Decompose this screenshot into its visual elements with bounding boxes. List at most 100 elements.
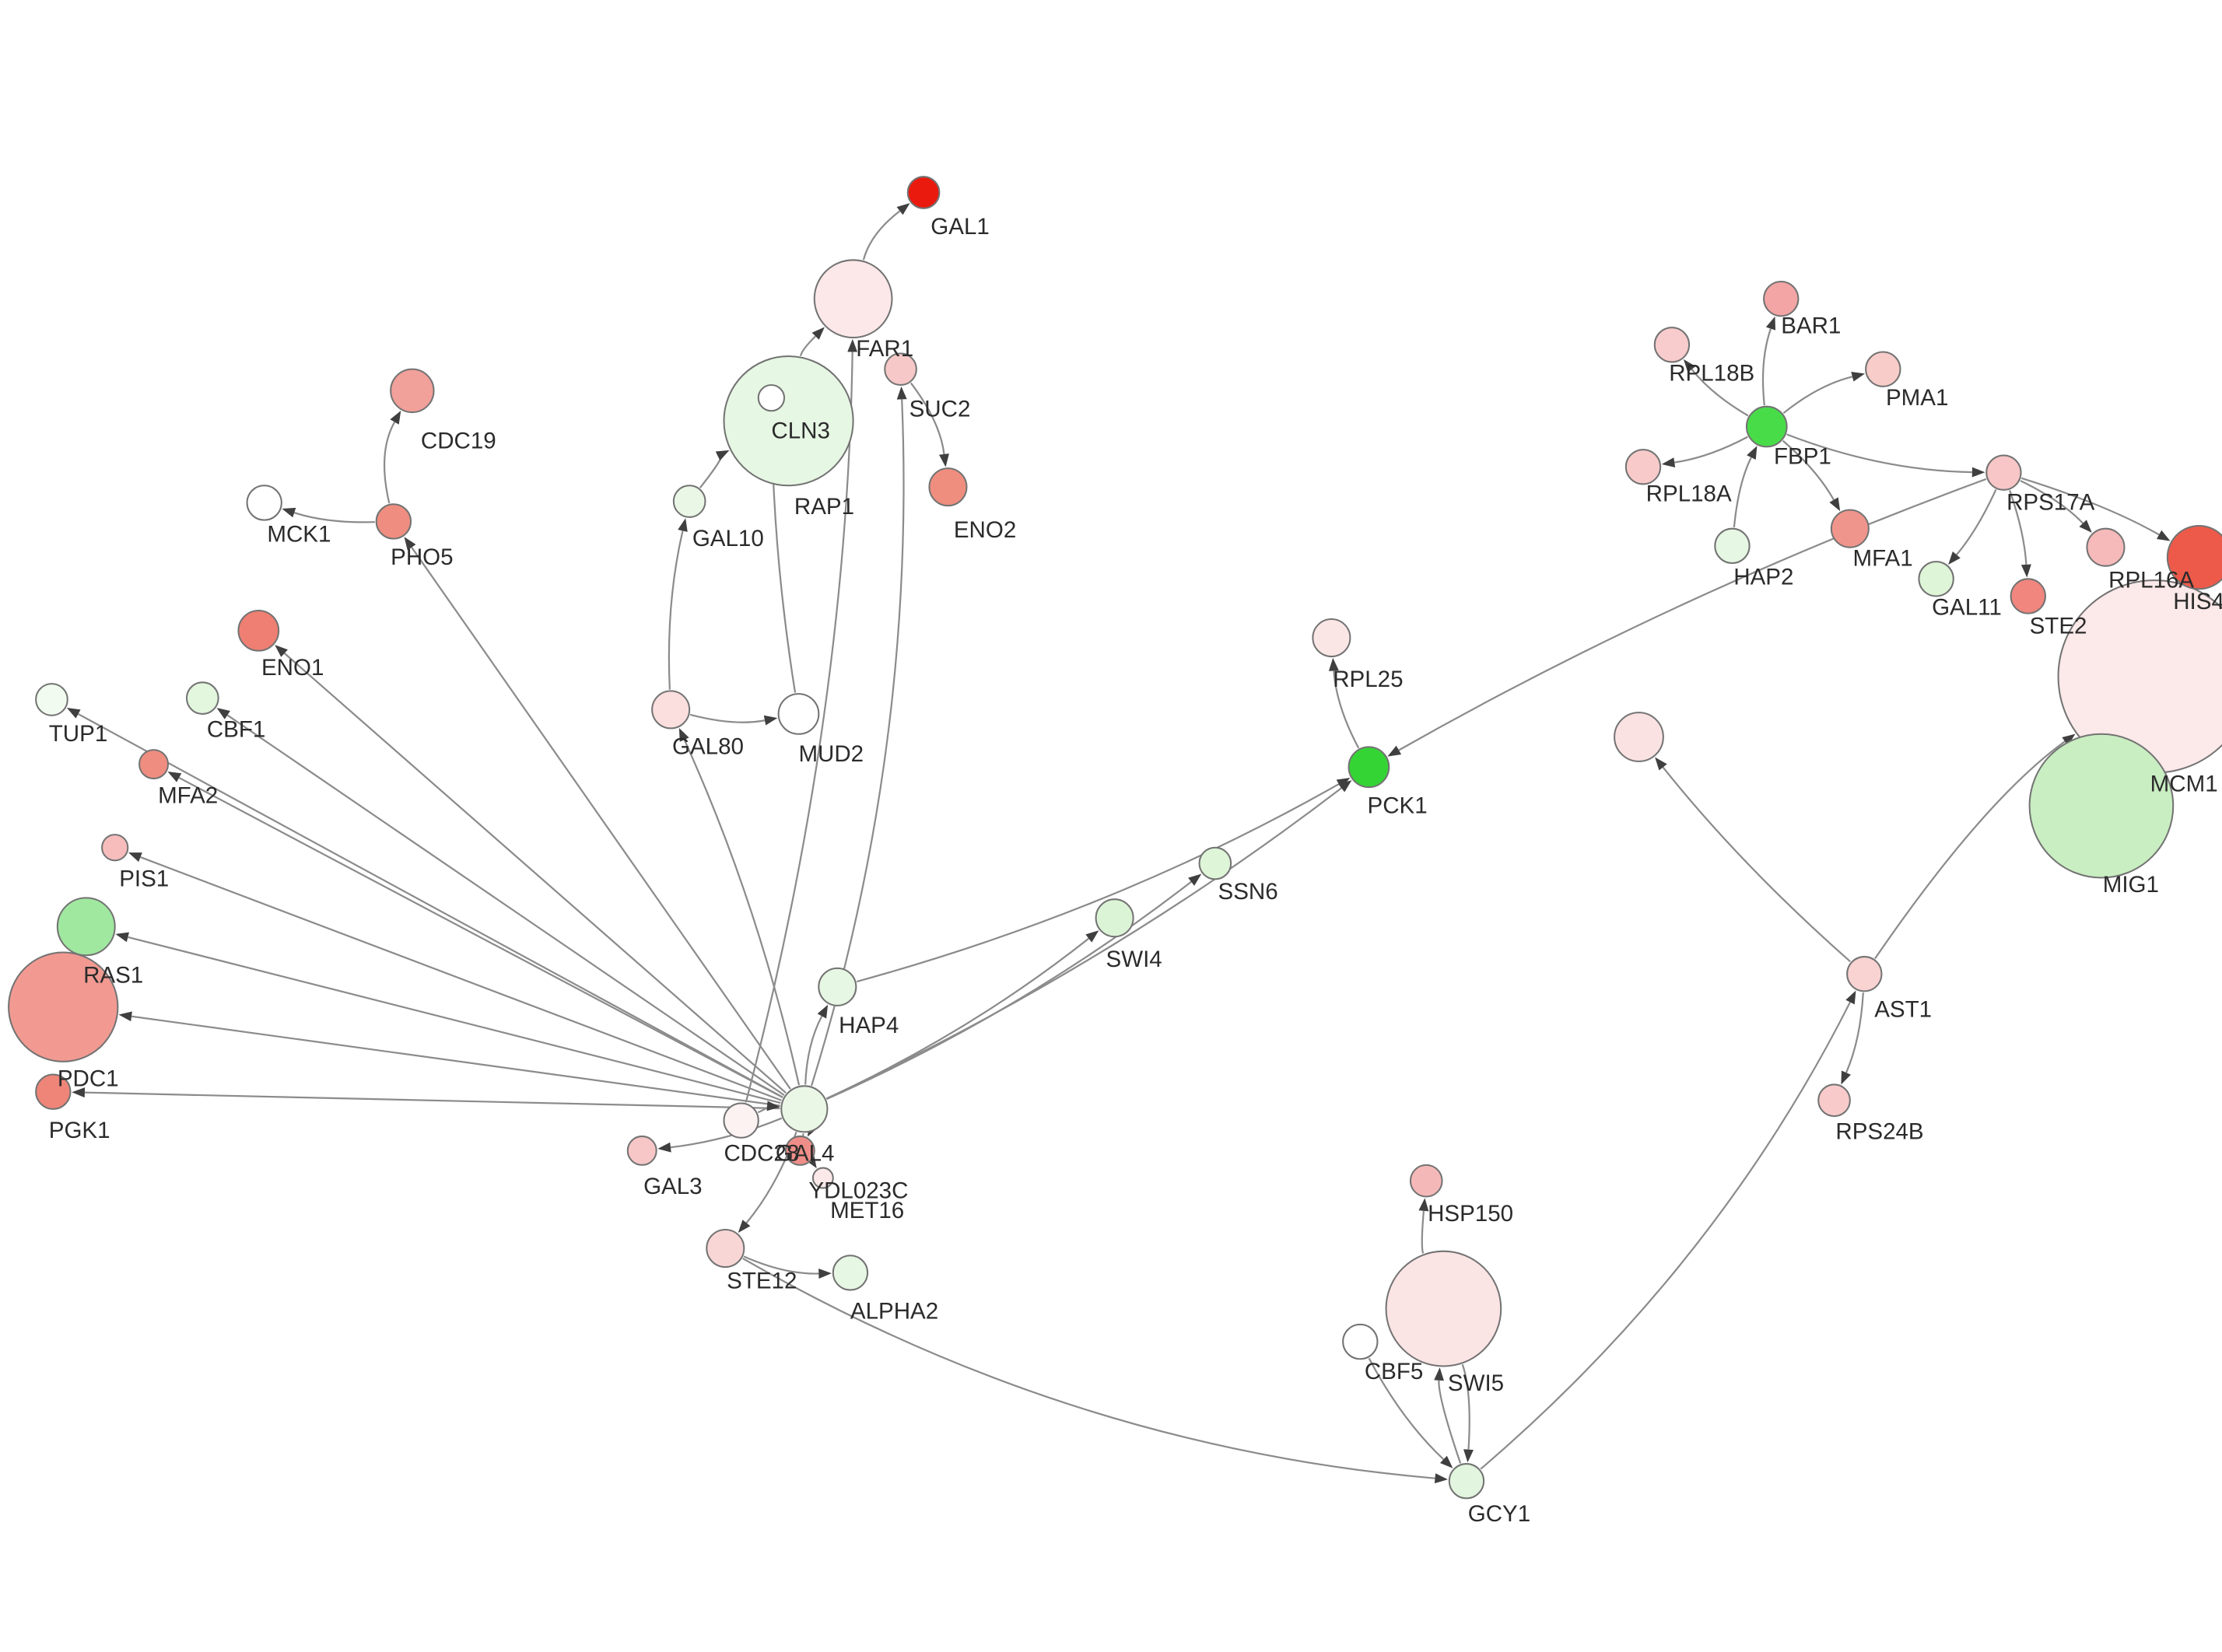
edge-GAL4-PIS1[interactable] [140,856,782,1101]
edge-GAL4-PCK1[interactable] [825,787,1342,1100]
node-STE12[interactable] [706,1228,745,1269]
node-HAP2[interactable] [1714,527,1751,565]
node-RPL18B[interactable] [1653,327,1691,363]
node-HSP150[interactable] [1409,1164,1443,1198]
edge-SWI5-HSP150[interactable] [1421,1210,1425,1254]
edge-FBP1-PMA1[interactable] [1782,376,1853,415]
edge-SUC2-ENO2[interactable] [909,382,945,455]
edge-GAL80-GAL10[interactable] [668,530,684,690]
node-CLN3[interactable] [723,355,854,487]
edge-FBP1-RPS17A[interactable] [1786,433,1972,474]
edge-GAL10-CLN3[interactable] [699,454,723,488]
edge-FAR1-GAL1[interactable] [862,210,901,261]
node-RPS24B[interactable] [1817,1083,1851,1118]
node-TUP1[interactable] [35,683,68,716]
edge-PHO5-MCK1[interactable] [293,512,375,523]
edge-GAL4-TUP1[interactable] [77,712,783,1098]
edge-SWI5-GCY1[interactable] [1461,1363,1470,1450]
node-YDL023C[interactable] [784,1135,815,1166]
edge-FBP1-BAR1[interactable] [1761,328,1772,406]
node-PHO5[interactable] [375,503,412,540]
edge-STE12-GCY1[interactable] [742,1257,1435,1479]
edge-FBP1-RPL18A[interactable] [1674,436,1748,464]
node-HAP4[interactable] [818,967,857,1006]
edge-GCY1-AST1[interactable] [1480,1001,1852,1470]
node-CBF1[interactable] [185,681,219,715]
node-GAL80[interactable] [651,690,691,730]
node-RPL18A[interactable] [1624,449,1662,485]
node-GAL1[interactable] [906,176,941,209]
edge-CDC28-FAR1[interactable] [745,352,853,1103]
node-SUC2[interactable] [884,352,917,387]
edge-RPS17A-HIS4[interactable] [2020,477,2160,536]
node-ALPHA2[interactable] [832,1255,869,1291]
edge-PCK1-RPL25[interactable] [1333,670,1360,749]
edge-FBP1-RPL18B[interactable] [1691,369,1749,417]
node-MFA1[interactable] [1830,509,1870,548]
edge-GAL80-MUD2[interactable] [689,713,766,723]
edge-STE12-ALPHA2[interactable] [743,1255,819,1275]
edge-RPS17A-RPL16A[interactable] [2020,480,2084,524]
edge-GCY1-SWI5[interactable] [1438,1380,1462,1464]
node-MCK1[interactable] [246,485,282,521]
node-CBF5[interactable] [1342,1323,1379,1360]
node-PDC1[interactable] [8,951,119,1062]
node-STE2[interactable] [2010,578,2046,614]
node-CDC19[interactable] [390,368,435,414]
edge-RPS17A-STE2[interactable] [2009,490,2027,565]
node-FAR1[interactable] [813,259,893,339]
node-ENO2[interactable] [928,467,968,507]
node-RPL16A[interactable] [2086,527,2126,567]
edge-HAP4-PCK1[interactable] [856,783,1340,983]
edge-GAL4-PHO5[interactable] [411,547,791,1090]
node-SWI4[interactable] [1095,898,1134,938]
edge-GAL4-SWI4[interactable] [825,937,1090,1100]
edge-AST1-RPS24B[interactable] [1845,992,1864,1073]
node-MET16[interactable] [811,1167,834,1189]
edge-HAP2-FBP1[interactable] [1733,457,1752,528]
node-FBP1[interactable] [1745,405,1788,448]
edge-GAL4-GAL3[interactable] [670,1117,783,1149]
node-SWI5[interactable] [1385,1250,1502,1367]
edge-GAL4-GAL80[interactable] [683,739,801,1086]
edge-GAL4-HAP4[interactable] [804,1015,823,1085]
edge-GAL4-PGK1[interactable] [84,1091,780,1110]
node-MFA2[interactable] [138,749,170,780]
node-ENO1[interactable] [237,609,280,652]
node-UNNAMED[interactable] [1614,712,1664,762]
node-PGK1[interactable] [35,1073,72,1110]
edge-GAL4-MFA2[interactable] [178,776,783,1099]
edge-FBP1-MFA1[interactable] [1782,439,1835,501]
node-GCY1[interactable] [1448,1463,1485,1500]
node-GAL11[interactable] [1918,561,1954,597]
edge-CDC28-GAL4[interactable] [757,1104,769,1114]
node-RPS17A[interactable] [1985,454,2022,491]
node-GAL4[interactable] [780,1085,829,1133]
edge-CLN3-FAR1[interactable] [799,335,816,356]
node-RAS1[interactable] [56,897,116,957]
node-RPL25[interactable] [1312,618,1351,658]
edge-GAL4-SSN6[interactable] [826,880,1192,1101]
edge-AST1-MCM1[interactable] [1874,740,2066,960]
node-SSN6[interactable] [1198,846,1232,880]
node-GAL3[interactable] [626,1135,657,1166]
edge-GAL4-ENO1[interactable] [283,653,787,1094]
node-PIS1[interactable] [101,834,129,862]
edge-CBF5-GCY1[interactable] [1368,1357,1445,1461]
edge-GAL4-RAS1[interactable] [128,936,781,1104]
node-PMA1[interactable] [1865,351,1901,387]
edge-GAL4-PDC1[interactable] [131,1015,780,1107]
node-PCK1[interactable] [1348,746,1390,789]
node-CDC28[interactable] [723,1102,759,1139]
edge-RPS17A-PCK1[interactable] [1398,478,1987,751]
node-HIS4[interactable] [2166,524,2222,590]
node-RAP1[interactable] [757,383,786,412]
node-GAL10[interactable] [672,485,706,518]
node-MUD2[interactable] [777,693,820,735]
edge-RPS17A-GAL11[interactable] [1955,488,1997,556]
edge-GAL4-CBF1[interactable] [226,714,785,1097]
node-MIG1[interactable] [2028,733,2175,879]
edge-AST1-UNNAMED[interactable] [1662,766,1851,963]
